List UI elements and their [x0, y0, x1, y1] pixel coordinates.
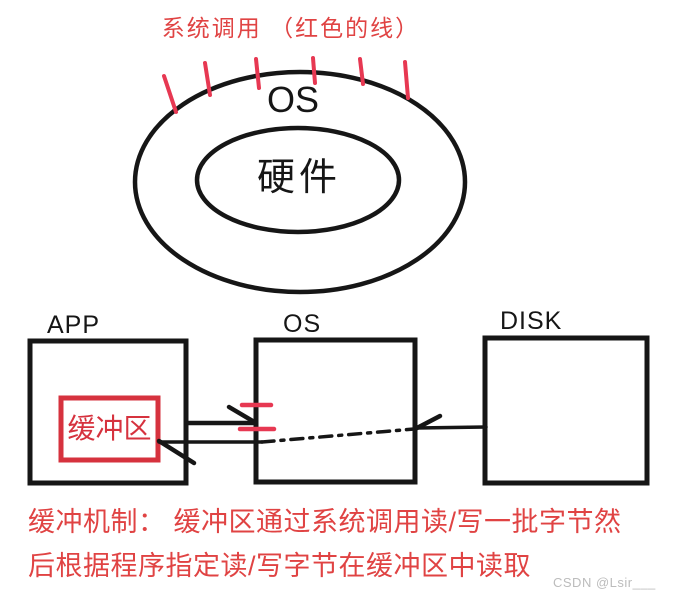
- syscall-title: 系统调用 （红色的线）: [161, 15, 421, 41]
- os-ring-label: OS: [266, 79, 319, 120]
- read-arrow: [156, 413, 488, 466]
- read-path-dashdot-line: [260, 427, 416, 444]
- buffer-box: [58, 395, 161, 463]
- write-arrow: [183, 404, 259, 426]
- caption-block: 缓冲机制： 缓冲区通过系统调用读/写一批字节然 后根据程序指定读/写字节在缓冲区…: [28, 500, 658, 588]
- hardware-label: 硬件: [256, 157, 341, 199]
- write-arrow-head: [226, 404, 259, 426]
- disk-box: [482, 335, 650, 486]
- watermark-text: CSDN @Lsir___: [553, 575, 656, 590]
- disk-box-label: DISK: [500, 307, 563, 335]
- syscall-tick-icon: [203, 61, 212, 97]
- syscall-tick-icon: [162, 74, 178, 114]
- app-box: [27, 338, 189, 486]
- caption-line-1: 缓冲机制： 缓冲区通过系统调用读/写一批字节然: [28, 507, 622, 537]
- disk-arrow-head: [414, 413, 443, 431]
- syscall-tick-icon: [403, 60, 410, 100]
- syscall-tick-icon: [358, 57, 365, 86]
- syscall-ticks-group: [162, 56, 410, 114]
- os-outer-ellipse: [132, 69, 468, 295]
- buffer-label: 缓冲区: [67, 412, 152, 444]
- read-arrow-head: [156, 438, 197, 466]
- os-box-label: OS: [283, 310, 322, 338]
- syscall-tick-icon: [311, 56, 317, 85]
- os-box: [253, 337, 418, 485]
- caption-line-2: 后根据程序指定读/写字节在缓冲区中读取: [28, 551, 532, 581]
- syscall-tick-icon: [254, 57, 261, 90]
- disk-arrow-shaft: [414, 425, 488, 430]
- hardware-inner-ellipse: [194, 125, 402, 235]
- app-box-label: APP: [47, 311, 101, 339]
